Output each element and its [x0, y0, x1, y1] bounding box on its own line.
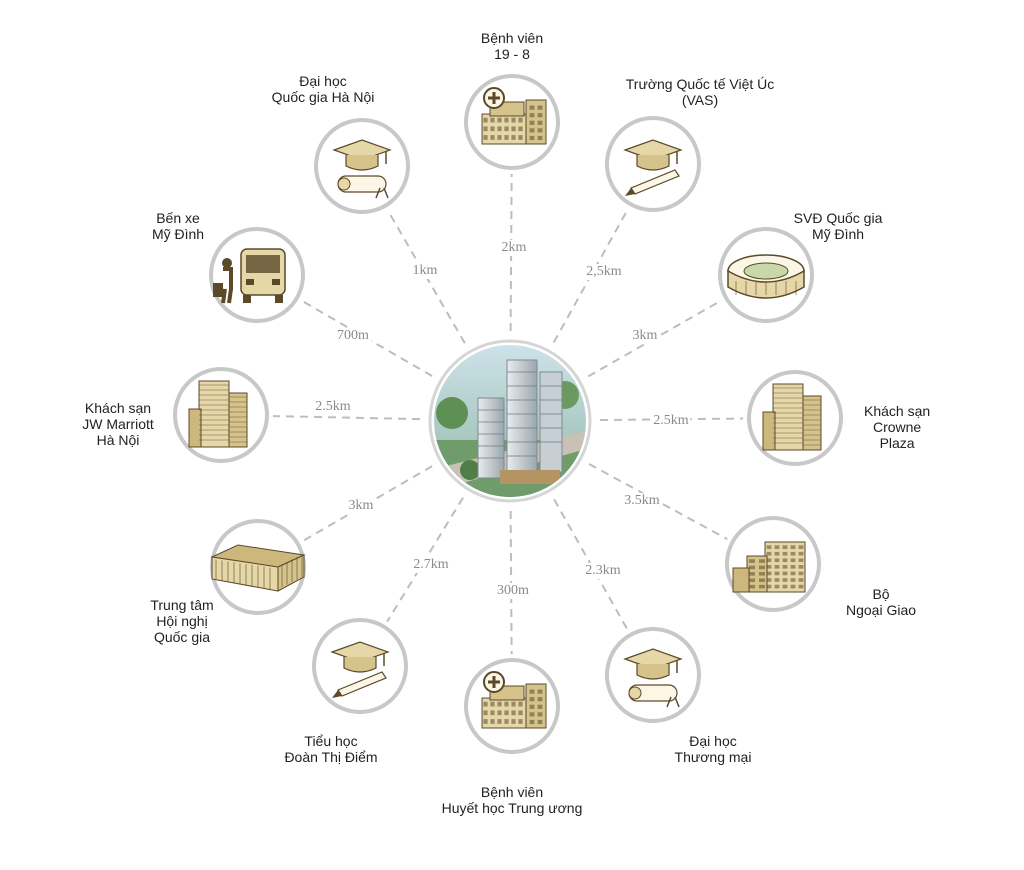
- node-trung-tam-hoi-nghi: [210, 519, 306, 615]
- node-label-line: Đại học: [689, 733, 737, 749]
- connector-line-bo-ngoai-giao: [588, 463, 728, 541]
- distance-label-tieu-hoc-doan-thi-diem: 2.7km: [411, 557, 451, 573]
- node-label-line: Khách sạn: [84, 400, 152, 416]
- distance-label-ben-xe-my-dinh: 700m: [335, 328, 371, 344]
- node-label-line: Trung tâm: [150, 597, 214, 613]
- hotel-tower-icon: [762, 383, 822, 451]
- graduation-cap-diploma-icon: [332, 139, 392, 199]
- node-label-truong-quoc-te: Trường Quốc tế Việt Úc(VAS): [626, 76, 775, 108]
- distance-label-dh-thuong-mai: 2.3km: [583, 563, 623, 579]
- node-label-line: Bến xe: [156, 210, 200, 226]
- node-tieu-hoc-doan-thi-diem: [312, 618, 408, 714]
- node-bv-huyet-hoc: [464, 658, 560, 754]
- node-label-line: Thương mại: [674, 749, 752, 765]
- node-label-line: Plaza: [879, 435, 915, 451]
- node-label-line: Crowne: [872, 419, 922, 435]
- node-benh-vien-19-8: [464, 74, 560, 170]
- convention-center-icon: [210, 544, 306, 592]
- distance-label-bo-ngoai-giao: 3.5km: [622, 493, 662, 509]
- graduation-cap-diploma-icon: [623, 648, 683, 708]
- node-crowne-plaza: [747, 370, 843, 466]
- distance-label-bv-huyet-hoc: 300m: [495, 583, 531, 599]
- node-label-line: 19 - 8: [494, 46, 530, 62]
- node-label-line: Ngoại Giao: [846, 602, 917, 618]
- node-label-line: Bệnh viên: [480, 30, 544, 46]
- node-label-line: SVĐ Quốc gia: [793, 210, 883, 226]
- hospital-icon: [481, 671, 547, 729]
- stadium-icon: [727, 254, 805, 299]
- node-label-line: Huyết học Trung ương: [441, 800, 583, 816]
- hospital-icon: [481, 87, 547, 145]
- node-label-line: Đoàn Thị Điểm: [284, 749, 378, 765]
- distance-label-crowne-plaza: 2.5km: [651, 413, 691, 429]
- graduation-cap-pencil-icon: [330, 641, 390, 698]
- distance-label-dh-quoc-gia: 1km: [410, 263, 440, 279]
- node-label-line: Mỹ Đình: [151, 226, 205, 242]
- node-label-line: JW Marriott: [82, 416, 154, 432]
- center-apartment-image: [428, 339, 592, 503]
- node-label-line: (VAS): [681, 92, 719, 108]
- node-label-line: Bệnh viên: [480, 784, 544, 800]
- node-truong-quoc-te: [605, 116, 701, 212]
- node-label-line: Quốc gia: [153, 629, 211, 645]
- distance-label-truong-quoc-te: 2,5km: [584, 264, 624, 280]
- distance-label-benh-vien-19-8: 2km: [499, 240, 529, 256]
- distance-label-jw-marriott: 2.5km: [313, 399, 353, 415]
- connector-line-jw-marriott: [272, 415, 421, 421]
- node-label-line: Hà Nội: [96, 432, 140, 448]
- node-bo-ngoai-giao: [725, 516, 821, 612]
- node-label-line: Hội nghị: [156, 613, 208, 629]
- node-dh-quoc-gia: [314, 118, 410, 214]
- node-ben-xe-my-dinh: [209, 227, 305, 323]
- hotel-tower-icon: [188, 380, 248, 448]
- node-dh-thuong-mai: [605, 627, 701, 723]
- node-label-line: Khách sạn: [864, 403, 931, 419]
- distance-label-trung-tam-hoi-nghi: 3km: [346, 498, 376, 514]
- node-label-line: Trường Quốc tế Việt Úc: [625, 76, 775, 92]
- node-jw-marriott: [173, 367, 269, 463]
- graduation-cap-pencil-icon: [623, 139, 683, 196]
- office-building-icon: [732, 541, 806, 593]
- node-label-line: Quốc gia Hà Nội: [271, 89, 375, 105]
- connector-line-benh-vien-19-8: [509, 173, 513, 332]
- node-label-line: Mỹ Đình: [811, 226, 865, 242]
- node-label-line: Đại học: [299, 73, 347, 89]
- connector-line-bv-huyet-hoc: [509, 510, 513, 655]
- distance-label-svd-quoc-gia: 3km: [630, 328, 660, 344]
- node-label-line: Tiểu học: [304, 733, 358, 749]
- node-label-line: Bộ: [872, 586, 890, 602]
- bus-traveler-icon: [213, 248, 286, 304]
- node-svd-quoc-gia: [718, 227, 814, 323]
